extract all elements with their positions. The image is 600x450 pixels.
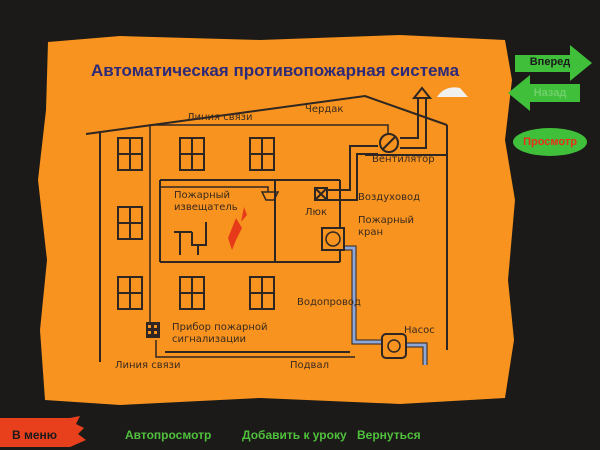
label-comm-line-bottom: Линия связи [115, 360, 180, 371]
label-fan: Вентилятор [372, 154, 435, 165]
label-attic: Чердак [305, 104, 343, 115]
label-alarm-2: сигнализации [172, 334, 246, 345]
label-pump: Насос [404, 325, 435, 336]
furniture [174, 222, 207, 255]
preview-shape[interactable] [513, 128, 587, 156]
air-duct [314, 86, 433, 201]
pump-icon [381, 333, 407, 359]
label-hydrant-1: Пожарный [358, 215, 414, 226]
menu-button[interactable]: В меню [12, 428, 58, 442]
label-duct: Воздуховод [358, 192, 420, 203]
label-detector-1: Пожарный [174, 190, 230, 201]
fire-hydrant-icon [321, 227, 345, 251]
forward-arrow-shape[interactable] [515, 45, 592, 81]
label-hydrant-2: кран [358, 227, 383, 238]
water-pipe [321, 227, 428, 365]
windows [117, 137, 275, 310]
back-arrow-shape[interactable] [508, 75, 580, 111]
forward-button[interactable]: Вперед [529, 56, 571, 68]
communication-lines [149, 124, 389, 358]
smoke-cloud [437, 87, 468, 97]
page-title: Автоматическая противопожарная система [91, 61, 460, 80]
chimney-icon [411, 86, 433, 99]
label-alarm-1: Прибор пожарной [172, 322, 267, 333]
autoplay-button[interactable]: Автопросмотр [125, 428, 212, 442]
label-comm-line-top: Линия связи [187, 112, 252, 123]
preview-button[interactable]: Просмотр [523, 136, 577, 148]
label-detector-2: извещатель [174, 202, 238, 213]
orange-background [38, 35, 515, 405]
back-button[interactable]: Назад [533, 87, 567, 99]
label-water-pipe: Водопровод [297, 297, 361, 308]
label-basement: Подвал [290, 360, 329, 371]
alarm-device-icon [146, 322, 160, 338]
return-button[interactable]: Вернуться [357, 428, 421, 442]
menu-button-shape[interactable] [0, 416, 86, 447]
fire-icon [228, 207, 247, 250]
smoke-detector-icon [260, 191, 280, 201]
label-hatch: Люк [305, 207, 327, 218]
add-to-lesson-button[interactable]: Добавить к уроку [242, 428, 347, 442]
building-outline [85, 94, 448, 362]
